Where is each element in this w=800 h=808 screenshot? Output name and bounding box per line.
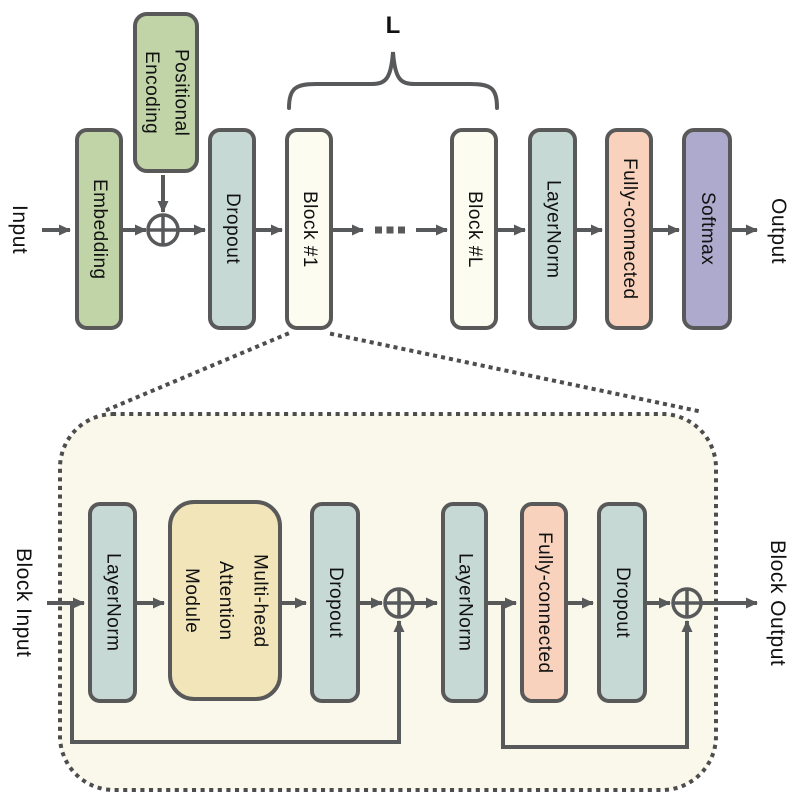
add-icon	[146, 213, 180, 247]
detail-dropout-1-label: Dropout	[325, 566, 346, 639]
detail-dropout-1-box: Dropout	[310, 502, 360, 703]
detail-layernorm-1-label: LayerNorm	[102, 553, 124, 652]
add-icon	[383, 587, 415, 619]
brace-label: L	[385, 12, 401, 39]
zoom-connector-right	[329, 331, 701, 414]
softmax-box: Softmax	[682, 128, 732, 330]
layernorm-box: LayerNorm	[528, 128, 577, 330]
detail-layernorm-2-box: LayerNorm	[441, 502, 488, 703]
detail-layernorm-1-box: LayerNorm	[88, 502, 137, 703]
multi-head-attention-box: Multi-head Attention Module	[168, 500, 282, 701]
fully-connected-label: Fully-connected	[619, 158, 640, 300]
skip-connection-1	[70, 603, 405, 744]
detail-dropout-2-box: Dropout	[597, 502, 647, 703]
block-1-box: Block #1	[285, 128, 333, 330]
input-label: Input	[8, 205, 31, 255]
detail-fully-connected-box: Fully-connected	[520, 502, 568, 703]
embedding-box: Embedding	[75, 128, 123, 330]
detail-dropout-2-label: Dropout	[612, 566, 633, 639]
layernorm-label: LayerNorm	[542, 179, 564, 279]
ellipsis-icon	[375, 226, 405, 234]
positional-encoding-box: Positional Encoding	[133, 12, 199, 173]
brace	[287, 51, 499, 110]
output-label: Output	[767, 197, 790, 265]
block-l-box: Block #L	[450, 128, 498, 330]
dropout-box: Dropout	[208, 128, 256, 330]
embedding-label: Embedding	[89, 178, 110, 280]
block-1-label: Block #1	[299, 190, 320, 268]
dropout-label: Dropout	[222, 193, 243, 265]
block-l-label: Block #L	[464, 190, 485, 268]
detail-fully-connected-label: Fully-connected	[534, 531, 555, 674]
block-output-label: Block Output	[766, 539, 789, 667]
block-input-label: Block Input	[12, 548, 35, 658]
fully-connected-box: Fully-connected	[605, 128, 653, 330]
zoom-connector-left	[99, 331, 290, 415]
add-icon	[671, 587, 703, 619]
skip-connection-2	[501, 603, 693, 749]
softmax-label: Softmax	[697, 192, 718, 266]
detail-layernorm-2-label: LayerNorm	[454, 553, 476, 652]
multi-head-attention-label: Multi-head Attention Module	[180, 553, 271, 648]
positional-encoding-label: Positional Encoding	[141, 48, 192, 137]
